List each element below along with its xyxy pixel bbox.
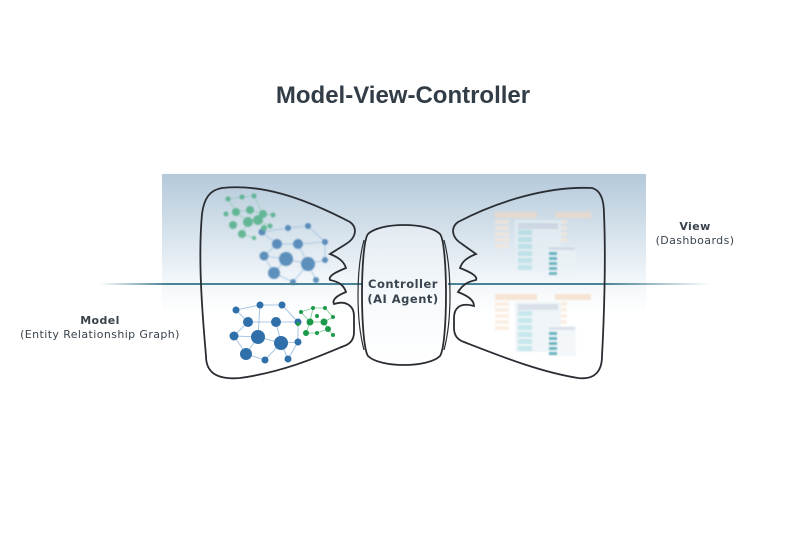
model-container-outline — [199, 186, 356, 380]
view-heading: View — [679, 220, 711, 233]
controller-subtitle: (AI Agent) — [367, 292, 439, 306]
diagram-title: Model-View-Controller — [275, 82, 531, 109]
controller-label: Controller (AI Agent) — [358, 277, 448, 307]
view-label: View (Dashboards) — [636, 220, 754, 248]
view-dashboard-lower — [495, 294, 591, 356]
model-subtitle: (Entity Relationship Graph) — [20, 328, 180, 341]
model-label: Model (Entity Relationship Graph) — [2, 314, 198, 342]
view-container-outline — [452, 186, 606, 380]
model-graph-upper — [223, 193, 328, 285]
model-graph-lower — [229, 301, 335, 364]
controller-container — [361, 224, 447, 366]
controller-left-edge — [357, 239, 365, 351]
view-subtitle: (Dashboards) — [655, 234, 735, 247]
divider-line-left — [100, 283, 362, 285]
controller-title: Controller — [368, 277, 438, 291]
controller-right-edge — [443, 239, 451, 351]
view-dashboard-upper — [495, 212, 591, 276]
divider-line-right — [448, 283, 710, 285]
model-heading: Model — [80, 314, 120, 327]
